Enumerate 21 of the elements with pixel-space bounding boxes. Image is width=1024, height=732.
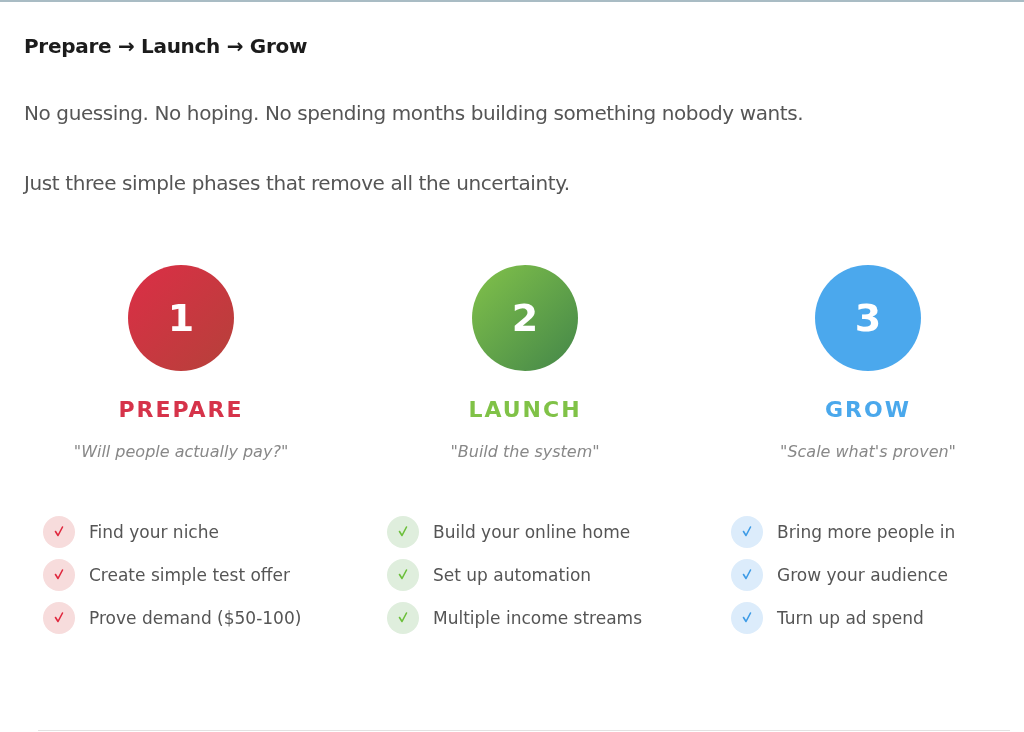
checklist-item: Prove demand ($50-100) <box>89 607 302 629</box>
phase-heading: GROW <box>825 397 911 423</box>
title: Prepare → Launch → Grow <box>24 34 308 58</box>
checklist-item: Grow your audience <box>777 564 948 586</box>
intro-text: Just three simple phases that remove all the uncertainty. <box>24 171 570 195</box>
checklist-item: Create simple test offer <box>89 564 291 586</box>
checklist-item: Turn up ad spend <box>777 607 924 629</box>
step-number: 2 <box>510 299 540 337</box>
checklist-item: Multiple income streams <box>433 607 643 629</box>
step-number: 3 <box>853 299 883 337</box>
phase-tagline: "Will people actually pay?" <box>73 441 289 463</box>
intro-text: No guessing. No hoping. No spending months building something nobody wants. <box>24 101 804 125</box>
checklist-item: Bring more people in <box>777 521 956 543</box>
checklist-item: Set up automation <box>433 564 592 586</box>
phase-tagline: "Build the system" <box>450 441 600 463</box>
checklist-item: Find your niche <box>89 521 219 543</box>
phase-heading: LAUNCH <box>468 397 582 423</box>
checklist-item: Build your online home <box>433 521 631 543</box>
phase-tagline: "Scale what's proven" <box>780 441 956 463</box>
phase-heading: PREPARE <box>118 397 244 423</box>
step-number: 1 <box>166 299 196 337</box>
